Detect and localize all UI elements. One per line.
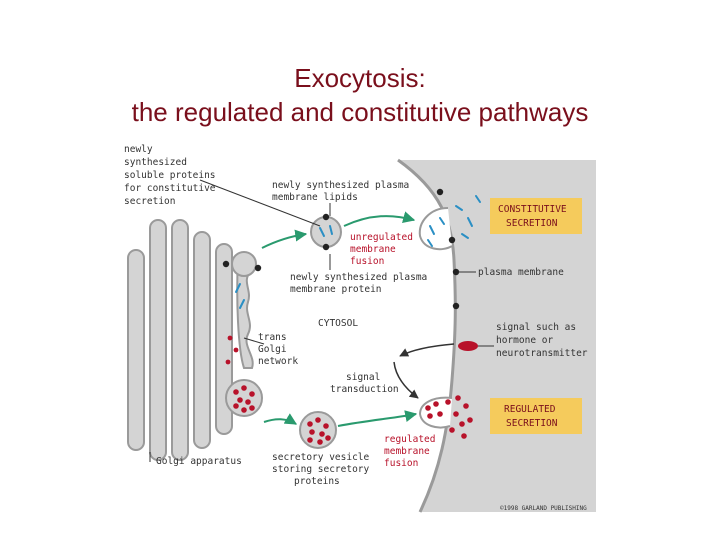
label-unregulated-fusion: unregulated membrane fusion: [350, 232, 419, 267]
label-secretory-vesicle: secretory vesicle storing secretory prot…: [272, 452, 375, 487]
constitutive-secretion-box: [490, 198, 582, 234]
granule-content: [233, 385, 255, 413]
arrow-unregulated-fusion: [343, 211, 416, 227]
label-signal-hormone: signal such as hormone or neurotransmitt…: [496, 322, 588, 359]
arrow-signal-transduction: [393, 361, 419, 399]
plasma-membrane-line: [397, 158, 457, 513]
soluble-proteins-vesicle: [319, 225, 333, 237]
membrane-protein-dot: [322, 213, 330, 221]
golgi-apparatus: [127, 219, 255, 461]
label-regulated-secretion: REGULATED SECRETION: [504, 404, 561, 429]
constitutive-fusion-pocket: [418, 207, 453, 251]
arrow-regulated-fusion: [337, 410, 418, 427]
label-membrane-protein: newly synthesized plasma membrane protei…: [290, 272, 433, 295]
arrow-signal-into-cell: [399, 343, 455, 357]
regulated-fusion-pocket: [418, 396, 453, 429]
label-cytosol: CYTOSOL: [318, 318, 358, 329]
membrane-protein-dot: [254, 264, 262, 272]
vesicle-content: [307, 417, 331, 445]
secreted-regulated-contents: [425, 395, 473, 439]
membrane-protein-dot: [222, 260, 230, 268]
pointer-soluble-proteins: [199, 179, 321, 227]
copyright-notice: ©1998 GARLAND PUBLISHING: [500, 505, 587, 512]
golgi-red-content: [225, 335, 239, 365]
pointer-trans-golgi: [243, 337, 265, 345]
regulated-secretion-box: [490, 398, 582, 434]
golgi-cisterna-1: [127, 249, 145, 451]
constitutive-transport-vesicle: [310, 216, 342, 248]
label-plasma-membrane: plasma membrane: [478, 267, 564, 278]
arrow-granule-to-vesicle: [263, 413, 298, 425]
budding-vesicle: [231, 251, 257, 277]
golgi-cisterna-3: [171, 219, 189, 461]
label-membrane-lipids: newly synthesized plasma membrane lipids: [272, 180, 415, 203]
title-line-2: the regulated and constitutive pathways: [131, 97, 589, 128]
label-trans-golgi: trans Golgi network: [258, 332, 298, 367]
label-regulated-fusion: regulated membrane fusion: [384, 434, 441, 469]
membrane-protein-dot: [322, 243, 330, 251]
plasma-membrane-proteins: [436, 188, 460, 310]
slide-title: Exocytosis: the regulated and constituti…: [0, 61, 720, 129]
golgi-cisterna-2: [149, 219, 167, 461]
soluble-proteins-golgi: [235, 283, 245, 309]
secreted-soluble-proteins: [427, 195, 481, 247]
title-line-1: Exocytosis:: [294, 63, 426, 94]
signal-molecule: [458, 341, 478, 351]
golgi-cisterna-4: [193, 231, 211, 449]
label-golgi-apparatus: Golgi apparatus: [156, 456, 242, 467]
label-constitutive-secretion: CONSTITUTIVE SECRETION: [498, 204, 572, 229]
arrow-golgi-to-transport-vesicle: [261, 229, 308, 249]
label-signal-transduction: signal transduction: [330, 372, 399, 395]
label-soluble-proteins: newly synthesized soluble proteins for c…: [124, 144, 221, 207]
